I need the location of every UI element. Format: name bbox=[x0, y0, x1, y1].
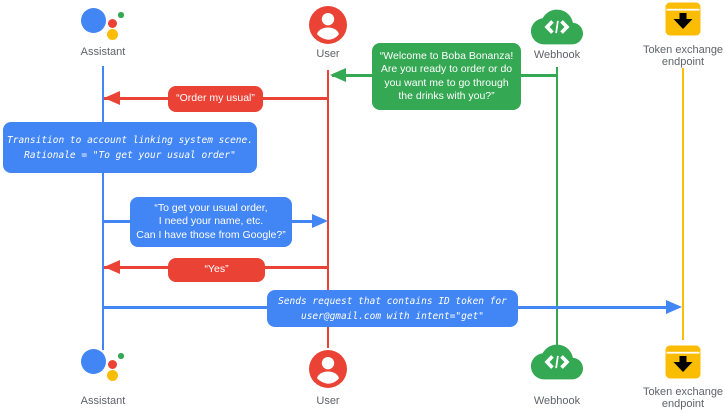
actor-label-assistant-top: Assistant bbox=[80, 46, 126, 58]
message-bubble-yes: “Yes” bbox=[168, 258, 265, 282]
lifeline-webhook bbox=[556, 67, 558, 346]
assistant-green-dot bbox=[118, 12, 124, 18]
lifeline-assistant bbox=[102, 66, 104, 350]
actor-label-webhook-top: Webhook bbox=[533, 49, 581, 61]
google-assistant-icon bbox=[78, 346, 126, 388]
token-exchange-endpoint-icon bbox=[665, 345, 701, 384]
assistant-red-dot bbox=[108, 359, 117, 369]
actor-label-webhook-bottom: Webhook bbox=[533, 395, 581, 407]
arrowhead-yes bbox=[104, 260, 120, 274]
assistant-green-dot bbox=[118, 353, 124, 359]
arrowhead-welcome bbox=[330, 68, 346, 82]
actor-label-token-endpoint-bottom: Token exchange endpoint bbox=[642, 386, 724, 410]
arrowhead-sends-request bbox=[666, 300, 682, 314]
lifeline-user bbox=[327, 70, 329, 348]
message-bubble-welcome: “Welcome to Boba Bonanza! Are you ready … bbox=[372, 43, 521, 110]
assistant-yellow-dot bbox=[107, 29, 118, 40]
lifeline-token-endpoint bbox=[682, 68, 684, 340]
webhook-cloud-icon bbox=[531, 1, 583, 58]
webhook-cloud-icon bbox=[531, 336, 583, 393]
assistant-red-dot bbox=[108, 18, 117, 28]
message-bubble-order-my-usual: “Order my usual” bbox=[168, 86, 263, 112]
arrowhead-ask-google bbox=[312, 214, 328, 228]
assistant-blue-dot bbox=[80, 7, 106, 33]
actor-label-assistant-bottom: Assistant bbox=[80, 395, 126, 407]
arrowhead-order-my-usual bbox=[104, 91, 120, 105]
assistant-blue-dot bbox=[80, 348, 106, 374]
actor-label-user-top: User bbox=[316, 48, 340, 60]
system-note-sends-request: Sends request that contains ID token for… bbox=[267, 290, 518, 327]
google-assistant-icon bbox=[78, 5, 126, 47]
system-note-transition-account-linking: Transition to account linking system sce… bbox=[3, 122, 257, 173]
actor-label-user-bottom: User bbox=[316, 395, 340, 407]
actor-label-token-endpoint-top: Token exchange endpoint bbox=[642, 44, 724, 68]
token-exchange-endpoint-icon bbox=[665, 2, 701, 41]
user-icon bbox=[309, 6, 347, 49]
user-icon bbox=[309, 350, 347, 393]
assistant-yellow-dot bbox=[107, 370, 118, 381]
message-bubble-ask-google: “To get your usual order, I need your na… bbox=[130, 197, 292, 247]
